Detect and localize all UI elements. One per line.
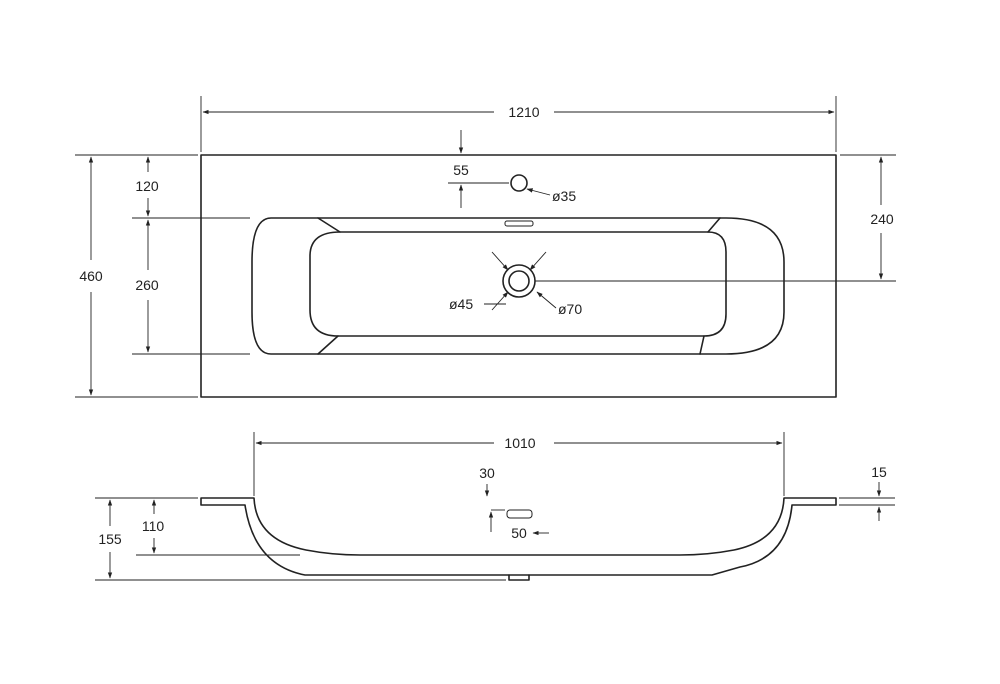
basin-section-profile xyxy=(200,497,837,576)
bowl-outer-rim xyxy=(251,217,785,355)
top-view: 1210 460 120 260 55 ø35 240 ø45 ø70 xyxy=(75,96,896,398)
tap-hole xyxy=(510,174,528,192)
dim-label-tap-hole: ø35 xyxy=(552,188,576,204)
dim-label-drain-from-back: 240 xyxy=(870,211,894,227)
bowl-corner-line xyxy=(317,217,341,233)
drain-inner xyxy=(508,270,530,292)
dim-label-overflow-offset: 30 xyxy=(479,465,495,481)
bowl-inner-basin xyxy=(309,231,727,337)
dim-label-rim-thickness: 15 xyxy=(871,464,887,480)
overflow-slot-section xyxy=(506,509,533,519)
leader-line-drain xyxy=(491,251,509,271)
dim-label-bowl-depth: 260 xyxy=(135,277,159,293)
dim-label-overall-width: 1210 xyxy=(508,104,539,120)
dim-label-bowl-inner-depth: 110 xyxy=(142,518,165,534)
bowl-corner-line xyxy=(317,335,339,355)
bowl-corner-line xyxy=(699,335,705,355)
side-view: 1010 30 15 50 110 155 xyxy=(95,432,895,581)
dim-label-bowl-width: 1010 xyxy=(504,435,535,451)
dim-label-rim-to-bowl: 120 xyxy=(135,178,159,194)
dim-label-overflow-height: 50 xyxy=(511,525,527,541)
leader-line-drain xyxy=(491,291,509,311)
dim-label-tap-offset: 55 xyxy=(453,162,469,178)
dim-label-overall-depth: 460 xyxy=(79,268,103,284)
dim-label-drain-outer: ø70 xyxy=(558,301,582,317)
drain-pipe xyxy=(508,574,530,581)
overflow-slot xyxy=(504,220,534,227)
dim-label-drain-inner: ø45 xyxy=(449,296,473,312)
leader-line-drain xyxy=(529,251,547,271)
bowl-corner-line xyxy=(707,217,721,233)
basin-outline xyxy=(200,154,837,398)
dim-label-total-height: 155 xyxy=(98,531,122,547)
leader-line-drain xyxy=(536,291,557,309)
leader-line-tap-hole xyxy=(526,188,551,196)
